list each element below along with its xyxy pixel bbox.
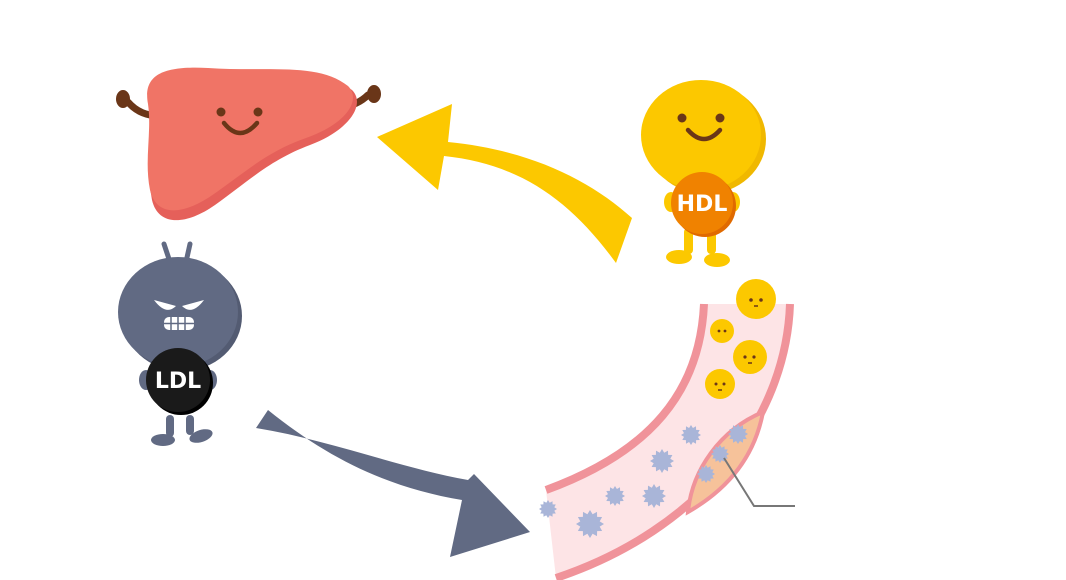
ldl-left-foot — [151, 434, 175, 446]
hdl-particle-icon — [733, 340, 767, 374]
ldl-particle-group — [539, 424, 748, 538]
ldl-badge — [146, 348, 210, 412]
liver-body — [147, 67, 353, 211]
hdl-mouth — [685, 127, 723, 142]
hdl-head — [641, 80, 761, 190]
ldl-particle-icon — [650, 449, 674, 473]
hdl-left-eye — [677, 113, 687, 123]
hdl-particle-icon — [736, 279, 776, 319]
ldl-particle-icon — [642, 484, 666, 508]
hdl-particle-icon — [710, 319, 734, 343]
liver-mouth — [221, 120, 260, 136]
hdl-particle-icon — [705, 369, 735, 399]
hdl-left-leg — [684, 228, 693, 254]
hdl-character-icon: HDL — [641, 80, 766, 267]
hdl-right-eye — [715, 113, 725, 123]
ldl-particle-icon — [681, 425, 701, 445]
liver-character-icon — [116, 67, 381, 221]
ldl-to-vessel-arrow — [256, 410, 530, 557]
liver-right-eye — [253, 107, 263, 117]
hdl-badge — [671, 172, 733, 234]
ldl-label: LDL — [155, 369, 201, 394]
ldl-left-leg — [166, 415, 174, 437]
ldl-particle-icon — [605, 486, 625, 506]
hdl-left-foot — [666, 250, 692, 264]
ldl-particle-icon — [697, 465, 715, 483]
hdl-label: HDL — [677, 192, 728, 217]
ldl-right-eye — [182, 300, 204, 310]
liver-left-eye — [216, 107, 226, 117]
vessel-wall-inner — [544, 303, 708, 494]
ldl-particle-icon — [539, 500, 557, 518]
liver-right-hand — [367, 85, 381, 103]
ldl-left-eye — [154, 300, 176, 310]
ldl-particle-icon — [728, 424, 748, 444]
ldl-right-foot — [189, 429, 213, 443]
liver-left-hand — [116, 90, 130, 108]
ldl-particle-icon — [576, 510, 604, 538]
hdl-to-liver-arrow — [377, 104, 632, 263]
ldl-character-icon: LDL — [118, 241, 242, 446]
blood-vessel-icon — [539, 279, 795, 580]
ldl-right-leg — [186, 415, 194, 435]
hdl-right-foot — [704, 253, 730, 267]
plaque-callout-line — [723, 457, 795, 507]
ldl-head — [118, 257, 238, 367]
